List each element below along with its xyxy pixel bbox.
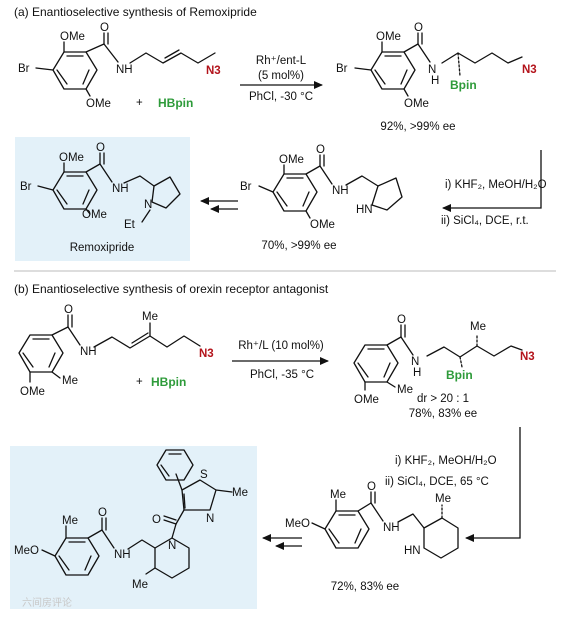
panel-a-intermediate: OMe Br OMe O NH HN [240, 144, 403, 231]
atom-o: O [316, 144, 325, 156]
atom-nh: NH [332, 185, 349, 197]
atom-ome: OMe [404, 98, 429, 110]
hbpin-reagent: HBpin [158, 96, 193, 110]
panel-b-title: (b) Enantioselective synthesis of orexin… [14, 282, 329, 296]
atom-o: O [414, 22, 423, 34]
atom-nh: NH [114, 549, 131, 561]
atom-me: Me [470, 321, 486, 333]
reaction-conditions: PhCl, -30 °C [249, 91, 313, 103]
atom-n: N [168, 540, 176, 552]
atom-nh: NH [80, 346, 97, 358]
atom-o: O [152, 514, 161, 526]
atom-et: Et [124, 219, 136, 231]
remoxipride-structure: OMe Br OMe O NH N Et [20, 142, 181, 231]
atom-s: S [200, 469, 208, 481]
atom-me: Me [435, 493, 451, 505]
step2-conditions-2: ii) SiCl₄, DCE, 65 °C [385, 476, 489, 488]
orexin-antagonist-structure: Me MeO O NH N O S N Me Me [14, 449, 248, 591]
atom-meo: MeO [285, 518, 310, 530]
panel-a-product: OMe Br OMe O N H Bpin N3 [336, 22, 537, 110]
catalyst-loading: (5 mol%) [258, 70, 304, 82]
azide-label: N3 [206, 65, 221, 77]
reaction-conditions: PhCl, -35 °C [250, 369, 314, 381]
reaction-arrow-bent [465, 427, 521, 542]
azide-label: N3 [520, 351, 535, 363]
azide-label: N3 [522, 64, 537, 76]
atom-br: Br [336, 63, 348, 75]
atom-nh: NH [383, 522, 400, 534]
intermediate-yield: 72%, 83% ee [331, 581, 399, 593]
intermediate-yield: 70%, >99% ee [261, 240, 336, 252]
remoxipride-highlight-box [15, 137, 190, 261]
plus-sign: + [136, 97, 143, 109]
panel-a-title: (a) Enantioselective synthesis of Remoxi… [14, 5, 257, 19]
atom-h: H [431, 75, 439, 87]
watermark: 六间房评论 [22, 596, 72, 609]
atom-hn: HN [356, 204, 373, 216]
atom-n: N [144, 199, 152, 211]
atom-me: Me [397, 384, 413, 396]
atom-o: O [397, 314, 406, 326]
atom-br: Br [18, 63, 30, 75]
atom-o: O [100, 22, 109, 34]
atom-br: Br [240, 181, 252, 193]
atom-ome: OMe [279, 154, 304, 166]
atom-n: N [206, 513, 214, 525]
bpin-label: Bpin [450, 78, 477, 92]
atom-me: Me [232, 487, 248, 499]
step2-conditions-2: ii) SiCl₄, DCE, r.t. [441, 215, 529, 227]
atom-me: Me [62, 375, 78, 387]
orexin-antagonist-highlight-box [10, 446, 257, 609]
atom-o: O [96, 142, 105, 154]
hbpin-reagent: HBpin [151, 375, 186, 389]
atom-o: O [367, 481, 376, 493]
panel-b-product: O N H Bpin Me Me OMe N3 [353, 314, 535, 406]
step2-conditions-1: i) KHF₂, MeOH/H₂O [395, 455, 497, 467]
catalyst-label: Rh⁺/L (10 mol%) [238, 340, 324, 352]
atom-ome: OMe [82, 209, 107, 221]
panel-b-intermediate: Me MeO O NH Me HN [285, 481, 459, 559]
atom-ome: OMe [20, 386, 45, 398]
atom-ome: OMe [376, 31, 401, 43]
diastereomeric-ratio: dr > 20 : 1 [417, 393, 469, 405]
atom-hn: HN [404, 545, 421, 557]
atom-me: Me [62, 515, 78, 527]
catalyst-label: Rh⁺/ent-L [256, 55, 307, 67]
atom-n: N [428, 64, 436, 76]
atom-br: Br [20, 181, 32, 193]
panel-b-starting-material: O NH Me Me OMe N3 [18, 304, 214, 398]
atom-ome: OMe [354, 394, 379, 406]
atom-ome: OMe [86, 98, 111, 110]
atom-n: N [411, 356, 419, 368]
plus-sign: + [136, 376, 143, 388]
atom-nh: NH [112, 183, 129, 195]
atom-ome: OMe [59, 152, 84, 164]
atom-me: Me [330, 489, 346, 501]
atom-me: Me [142, 311, 158, 323]
atom-ome: OMe [60, 31, 85, 43]
reaction-arrow-bent [442, 150, 542, 212]
atom-nh: NH [116, 64, 133, 76]
atom-o: O [64, 304, 73, 316]
panel-a-starting-material: OMe Br OMe O NH N3 [18, 22, 221, 110]
product-yield: 92%, >99% ee [380, 121, 455, 133]
azide-label: N3 [199, 348, 214, 360]
product-yield: 78%, 83% ee [409, 408, 477, 420]
bpin-label: Bpin [446, 368, 473, 382]
remoxipride-label: Remoxipride [70, 242, 135, 254]
step2-conditions-1: i) KHF₂, MeOH/H₂O [445, 179, 547, 191]
atom-ome: OMe [310, 219, 335, 231]
atom-o: O [98, 507, 107, 519]
atom-meo: MeO [14, 545, 39, 557]
atom-h: H [413, 367, 421, 379]
atom-me: Me [132, 579, 148, 591]
